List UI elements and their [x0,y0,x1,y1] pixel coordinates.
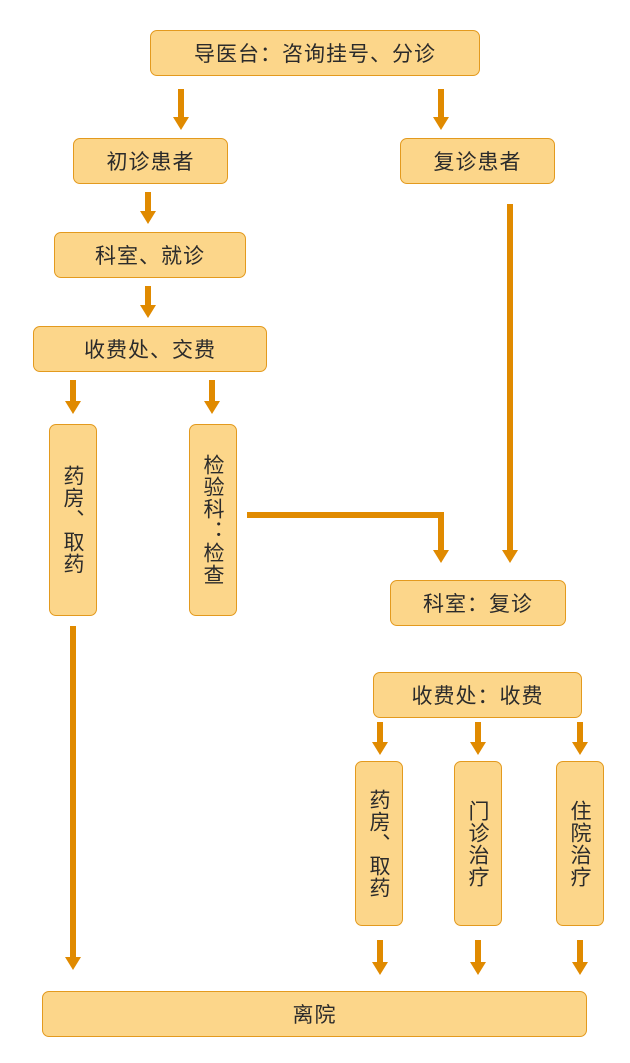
arrow-return-to-followup-head [502,550,518,563]
node-first-visit: 初诊患者 [73,138,228,184]
node-triage: 导医台：咨询挂号、分诊 [150,30,480,76]
node-lab-exam: 检验科：检查 [189,424,237,616]
node-pharmacy-2: 药房、取药 [355,761,403,926]
arrow-fee-to-pharmacy2-head [372,742,388,755]
arrow-department-to-cashier-head [140,305,156,318]
arrow-fee-to-inpatient-head [572,742,588,755]
arrow-inpatient-to-discharge-head [572,962,588,975]
arrow-triage-to-return-head [433,117,449,130]
arrow-cashier-to-pharmacy-head [65,401,81,414]
node-department-visit: 科室、就诊 [54,232,246,278]
node-inpatient-treatment: 住院治疗 [556,761,604,926]
arrow-fee-to-outpatient-head [470,742,486,755]
arrow-first-to-department-head [140,211,156,224]
arrow-cashier-to-lab-head [204,401,220,414]
node-discharge: 离院 [42,991,587,1037]
arrow-lab-to-followup-head [433,550,449,563]
arrow-pharmacy-to-discharge-head [65,957,81,970]
node-return-visit: 复诊患者 [400,138,555,184]
node-cashier-pay: 收费处、交费 [33,326,267,372]
node-pharmacy-1: 药房、取药 [49,424,97,616]
arrow-outpatient-to-discharge-head [470,962,486,975]
node-outpatient-treatment: 门诊治疗 [454,761,502,926]
node-cashier-fee: 收费处：收费 [373,672,582,718]
arrow-pharmacy2-to-discharge-head [372,962,388,975]
node-department-followup: 科室：复诊 [390,580,566,626]
arrow-triage-to-first-head [173,117,189,130]
